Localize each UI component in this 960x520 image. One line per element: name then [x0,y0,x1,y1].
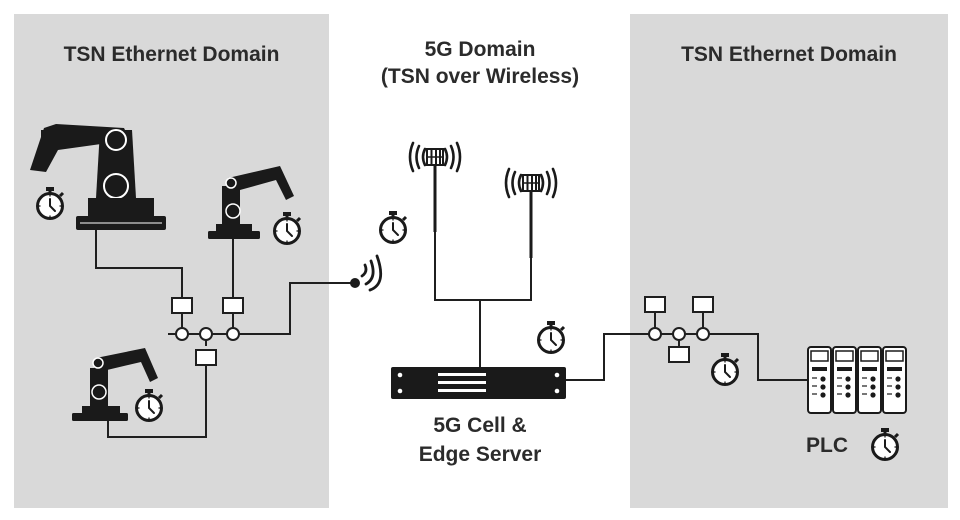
antenna-left-icon [408,141,462,234]
stopwatch-icon [871,426,900,461]
middle-domain-title: 5G Domain (TSN over Wireless) [330,36,630,90]
edge-server-icon [391,367,566,399]
plc-icon [807,346,907,414]
antenna-right-icon [504,167,558,260]
left-ethernet-switch-icon [168,297,244,366]
stopwatch-icon [537,319,566,354]
server-label-line2: Edge Server [418,443,542,466]
plc-label: PLC [806,434,848,457]
wireless-signal-icon [350,254,383,292]
stopwatch-icon [273,210,302,245]
stopwatch-icon [711,351,740,386]
left-tsn-domain [14,14,329,508]
server-label: 5G Cell & Edge Server [380,411,580,469]
link-antennas-to-server [434,230,532,301]
medium-robot-arm-icon [208,166,294,239]
right-tsn-domain [630,14,948,508]
left-domain-title: TSN Ethernet Domain [63,43,280,66]
link-robot1-to-switch [95,230,183,298]
connection-lines [95,230,808,438]
middle-domain-title-line1: 5G Domain [424,38,536,61]
stopwatch-icon [379,209,408,244]
link-switch-to-plc [703,333,808,381]
right-domain-title: TSN Ethernet Domain [681,43,897,66]
middle-domain-title-line2: (TSN over Wireless) [380,65,580,88]
small-robot-arm-icon [72,348,158,421]
link-switch-to-wireless [233,282,354,335]
link-server-to-switch [566,333,653,381]
server-label-line1: 5G Cell & [433,414,527,437]
large-robot-arm-icon [30,124,166,230]
stopwatch-icon [36,185,65,220]
stopwatch-icon [135,387,164,422]
link-robot3-to-switch [107,364,207,438]
right-ethernet-switch-icon [641,296,714,363]
